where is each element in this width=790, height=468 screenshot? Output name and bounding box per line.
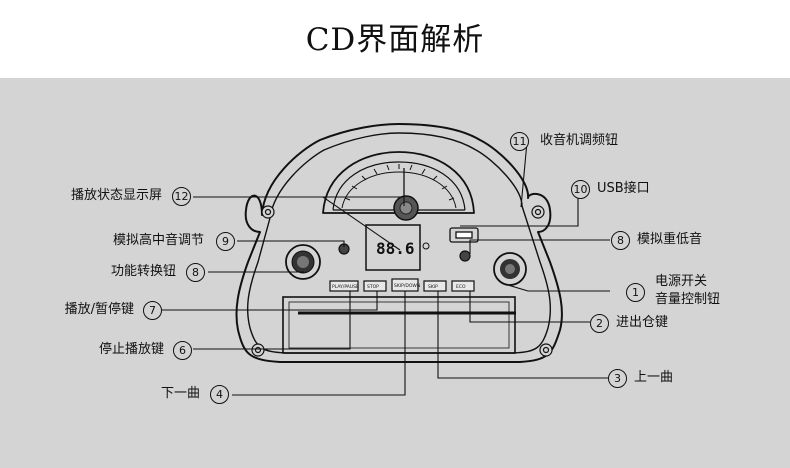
callout-number-9: 9 [216, 232, 235, 251]
callout-number-7: 7 [143, 301, 162, 320]
label-play-pause-key: 播放/暂停键 [64, 302, 134, 317]
label-power-switch: 电源开关 [655, 274, 708, 289]
play-pause-button-label: PLAY/PAUSE [332, 284, 359, 290]
player-body-inner [246, 132, 552, 354]
label-next-track: 下一曲 [160, 386, 200, 401]
leader-lines [162, 141, 610, 396]
label-previous-track: 上一曲 [634, 370, 674, 385]
label-radio-tuning-knob: 收音机调频钮 [540, 133, 619, 148]
tuning-knob [393, 195, 419, 221]
tuner-arch-inner [332, 161, 466, 211]
function-knob [285, 244, 321, 280]
tuner-arch-outer [322, 151, 475, 214]
label-eject-key: 进出仓键 [616, 315, 669, 330]
eco-button-label: ECO [456, 284, 466, 290]
status-display: 88.6 [365, 224, 421, 271]
diagram-panel [0, 78, 790, 468]
small-knobs [338, 242, 471, 262]
label-volume-knob: 音量控制钮 [655, 292, 721, 307]
label-stop-key: 停止播放键 [98, 342, 164, 357]
label-usb-port: USB接口 [597, 181, 650, 196]
callout-number-8-right: 8 [611, 231, 630, 250]
label-bass-adjust: 模拟重低音 [637, 232, 703, 247]
callout-number-2: 2 [590, 314, 609, 333]
display-digits: 88.6 [376, 239, 415, 258]
callout-number-6: 6 [173, 341, 192, 360]
mounting-screws [251, 205, 553, 357]
label-treble-adjust: 模拟高中音调节 [112, 233, 204, 248]
tuner-scale-ticks [344, 164, 455, 205]
usb-port-frame [449, 227, 479, 243]
callout-number-1: 1 [626, 283, 645, 302]
skip-button-label: SKIP [428, 284, 438, 290]
callout-number-3: 3 [608, 369, 627, 388]
page-title: CD界面解析 [305, 22, 485, 58]
label-status-display: 播放状态显示屏 [70, 188, 162, 203]
player-body-outline [235, 123, 563, 363]
skip-down-button-label: SKIP/DOWN [394, 283, 420, 289]
callout-number-4: 4 [210, 385, 229, 404]
callout-number-11: 11 [510, 132, 529, 151]
volume-knob [493, 252, 527, 286]
callout-number-10: 10 [571, 180, 590, 199]
label-function-knob: 功能转换钮 [110, 264, 176, 279]
stop-button-label: STOP [367, 284, 379, 290]
callout-number-8-left: 8 [186, 263, 205, 282]
callout-number-12: 12 [172, 187, 191, 206]
cd-slot-panel [282, 296, 516, 354]
